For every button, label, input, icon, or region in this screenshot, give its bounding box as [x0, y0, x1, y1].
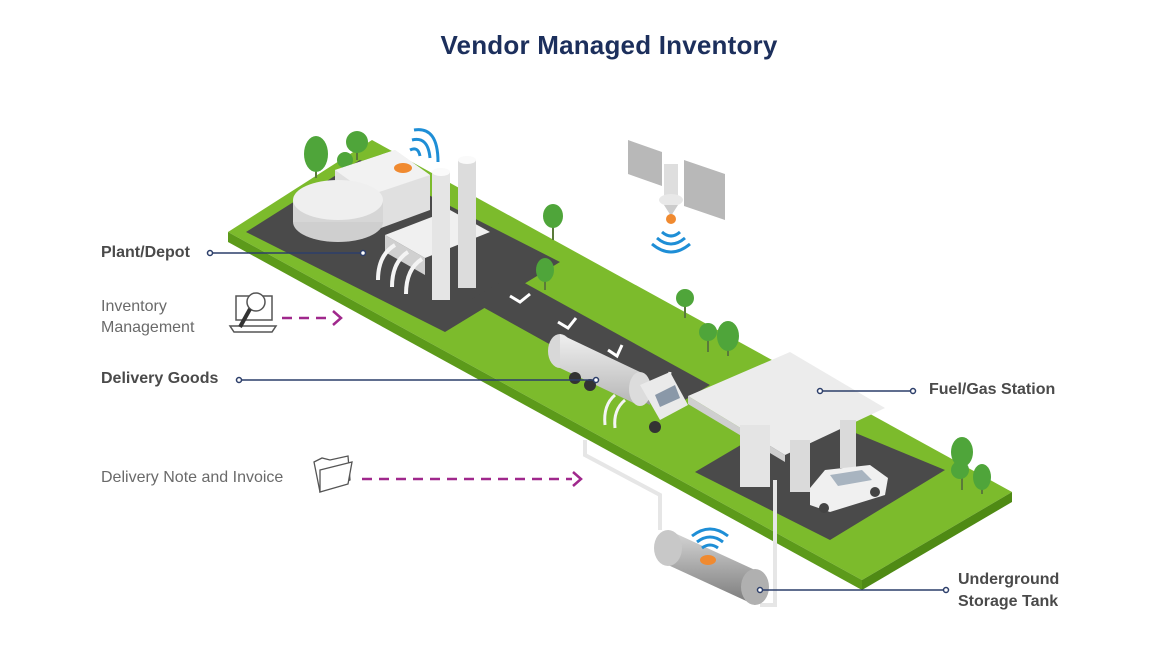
trees — [304, 131, 991, 494]
label-delivery-note: Delivery Note and Invoice — [101, 469, 284, 486]
wireless-signal-icon — [651, 230, 691, 254]
underground-storage-tank — [583, 440, 777, 607]
label-fuel-station: Fuel/Gas Station — [929, 381, 1056, 398]
tree — [346, 131, 368, 160]
wireless-signal-icon — [691, 527, 729, 550]
tree — [699, 323, 717, 352]
label-inventory-line1: Inventory — [101, 298, 167, 315]
label-inventory-line2: Management — [101, 319, 195, 336]
wireless-signal-icon — [409, 128, 440, 163]
page-title: Vendor Managed Inventory — [440, 30, 778, 60]
plant-depot-building — [293, 128, 490, 300]
tree — [973, 464, 991, 494]
gas-station-building — [688, 352, 888, 513]
folder-icon — [313, 455, 353, 493]
tree — [717, 321, 739, 356]
label-delivery-goods: Delivery Goods — [101, 370, 219, 387]
tree — [951, 437, 973, 490]
sensor-icon — [700, 555, 716, 565]
label-tank-line1: Underground — [958, 571, 1060, 588]
laptop-magnifier-icon — [228, 292, 278, 333]
sensor-icon — [394, 163, 412, 173]
road — [470, 276, 710, 410]
dashed-arrow-delivery-note — [362, 471, 583, 487]
tree — [676, 289, 694, 318]
tanker-truck — [548, 334, 688, 433]
satellite-icon — [628, 140, 725, 254]
callout-connectors — [206, 249, 950, 594]
label-tank-line2: Storage Tank — [958, 593, 1059, 610]
dashed-arrow-inventory — [282, 310, 343, 326]
tree — [304, 136, 328, 178]
tree — [543, 204, 563, 240]
label-plant-depot: Plant/Depot — [101, 244, 190, 261]
tree — [536, 258, 554, 290]
